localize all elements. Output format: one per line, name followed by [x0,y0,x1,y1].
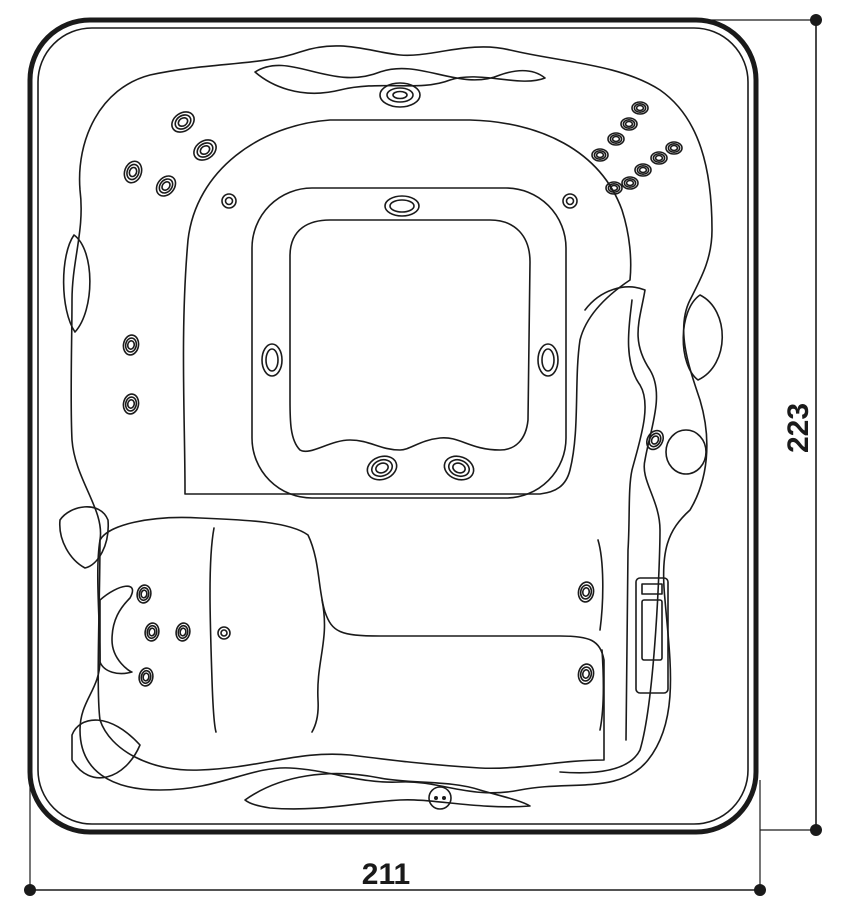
width-label: 211 [362,858,410,891]
lounger-divider [209,527,217,733]
inner-rim [37,27,749,825]
headrest-right [682,294,724,381]
drain-icon [428,786,452,810]
footrest-bottom-left [71,719,141,779]
jet-icon [122,334,140,356]
pillow-icon [384,195,420,217]
jet-icon [605,181,623,195]
jet-icon [577,663,595,685]
pillow-icon [537,343,559,377]
jets-group [122,101,683,687]
right-wall [559,286,661,774]
jet-icon [607,132,625,146]
height-label: 223 [782,403,815,453]
lounger-head [99,585,134,675]
jet-icon [591,148,609,162]
jet-icon [123,160,143,184]
jet-icon [634,163,652,177]
seat-contour-right [597,539,605,731]
jet-icon [175,622,191,642]
headrest-left [62,234,91,333]
jet-icon [562,193,578,209]
jet-icon [144,622,160,642]
jet-icon [155,175,177,197]
jet-icon [620,117,638,131]
footwell-frame [251,187,567,499]
pillow-icon [261,343,283,377]
height-dimension: 223 [700,14,822,836]
jet-icon [665,141,683,155]
lounger-seat [97,516,605,771]
jet-icon [366,455,398,481]
footrest-bottom [244,772,531,810]
seat-step [182,119,632,495]
jet-icon [221,193,237,209]
jet-icon [621,176,639,190]
tub-outline [70,45,713,794]
jet-icon [136,584,152,604]
jet-icon [577,581,595,603]
pillow-icon [665,429,707,475]
jet-icon [122,393,140,415]
lounger-edge-left [59,506,109,569]
jet-icon [171,111,195,133]
headrest-top [254,64,546,95]
pillow-icon [379,82,421,108]
lounger-contour [311,599,326,733]
width-dimension: 211 [24,770,766,896]
control-panel-icon [635,577,669,694]
jet-icon [443,455,475,481]
jet-icon [631,101,649,115]
jet-icon [217,626,231,640]
jet-icon [646,429,664,451]
jet-icon [193,139,217,161]
jet-icon [138,667,154,687]
footwell-floor [289,219,531,453]
jet-icon [650,151,668,165]
right-wall-inner [625,299,646,741]
